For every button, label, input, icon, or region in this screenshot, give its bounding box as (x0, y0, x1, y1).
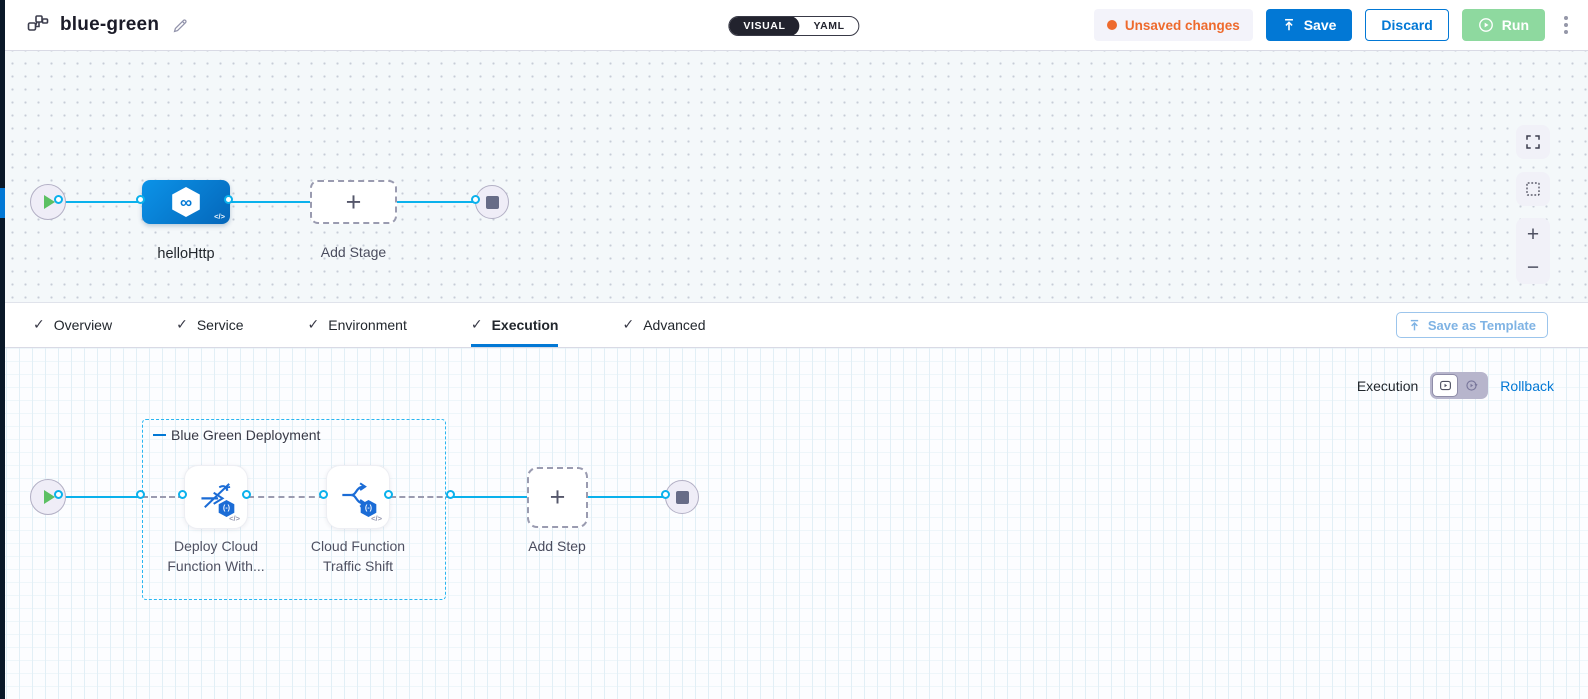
stage-label: helloHttp (157, 246, 215, 262)
edit-title-button[interactable] (169, 14, 191, 36)
execution-mode-button[interactable] (1432, 374, 1459, 397)
unsaved-dot-icon (1106, 20, 1117, 30)
deploy-no-traffic-icon (201, 483, 231, 508)
visual-yaml-toggle: VISUAL YAML (728, 16, 860, 36)
rollback-link[interactable]: Rollback (1500, 377, 1554, 394)
code-icon: </> (214, 212, 225, 221)
execution-toolbar: Execution Rollback (1357, 372, 1554, 399)
cloud-functions-badge-icon: (-) (360, 500, 377, 517)
connector-dot (384, 490, 393, 499)
step-deploy-cloud-function[interactable]: (-) </> (184, 465, 248, 529)
connector-dot (54, 195, 63, 204)
connector-line (48, 496, 142, 498)
page-title: blue-green (60, 14, 160, 35)
upload-icon (1284, 18, 1293, 31)
cloud-functions-badge-icon: (-) (218, 500, 235, 517)
select-region-button[interactable] (1516, 172, 1550, 206)
connector-dot (319, 490, 328, 499)
pipeline-end-node[interactable] (475, 185, 509, 219)
add-stage-label: Add Stage (320, 244, 387, 260)
stage-canvas[interactable]: ∞ </> helloHttp + Add Stage + − (0, 51, 1588, 302)
stop-icon (675, 490, 689, 504)
upload-icon (1410, 319, 1418, 330)
rollback-mode-button[interactable] (1458, 374, 1484, 397)
connector-dot (471, 195, 480, 204)
step-cloud-function-traffic-shift[interactable]: (-) </> (326, 465, 390, 529)
connector-line (48, 201, 142, 203)
check-icon: ✓ (622, 316, 635, 332)
tab-service[interactable]: ✓ Service (176, 316, 244, 333)
dashed-connector-line (248, 496, 325, 498)
toggle-yaml[interactable]: YAML (813, 20, 845, 32)
plus-icon: + (549, 482, 566, 512)
run-play-icon (1478, 18, 1493, 32)
execution-rollback-toggle (1430, 372, 1489, 399)
tab-overview[interactable]: ✓ Overview (33, 316, 113, 333)
marquee-select-icon (1526, 182, 1540, 196)
zoom-in-button[interactable]: + (1526, 222, 1540, 246)
connector-dot (224, 195, 233, 204)
run-button[interactable]: Run (1461, 9, 1545, 41)
connector-dot (178, 490, 187, 499)
connector-dot (136, 195, 145, 204)
discard-button[interactable]: Discard (1365, 9, 1449, 41)
unsaved-changes-badge: Unsaved changes (1093, 9, 1253, 41)
step-group-label: Blue Green Deployment (153, 427, 320, 443)
dashed-connector-line (142, 496, 184, 498)
tab-execution[interactable]: ✓ Execution (470, 303, 559, 347)
fullscreen-button[interactable] (1516, 125, 1550, 159)
execution-canvas[interactable]: Execution Rollback Blue Green De (0, 348, 1588, 699)
zoom-controls: + − (1516, 218, 1550, 284)
check-icon: ✓ (470, 316, 483, 332)
more-options-menu[interactable] (1558, 12, 1574, 38)
check-icon: ✓ (307, 316, 320, 332)
step-label: Deploy Cloud Function With... (167, 538, 265, 574)
tab-environment[interactable]: ✓ Environment (307, 316, 407, 333)
pencil-icon (173, 18, 187, 32)
connector-dot (136, 490, 145, 499)
connector-dot (242, 490, 251, 499)
connector-line (397, 201, 481, 203)
add-stage-button[interactable]: + (310, 180, 397, 224)
connector-dot (54, 490, 63, 499)
execution-end-node[interactable] (665, 480, 699, 514)
stage-node-hellohttp[interactable]: ∞ </> (142, 180, 230, 224)
code-icon: </> (229, 514, 240, 523)
connector-line (230, 201, 311, 203)
connector-line (588, 496, 670, 498)
dashed-connector-line (390, 496, 452, 498)
execution-mode-icon (1439, 380, 1451, 391)
stop-icon (485, 195, 499, 209)
tab-advanced[interactable]: ✓ Advanced (622, 316, 706, 333)
execution-mode-label: Execution (1356, 377, 1419, 394)
zoom-out-button[interactable]: − (1526, 255, 1540, 279)
connector-dot (661, 490, 670, 499)
traffic-shift-icon (342, 482, 367, 508)
add-step-label: Add Step (528, 538, 586, 554)
header-bar: blue-green VISUAL YAML Unsaved changes (0, 0, 1588, 51)
step-group-blue-green-deployment[interactable] (142, 419, 446, 600)
check-icon: ✓ (33, 316, 45, 332)
connector-dot (446, 490, 455, 499)
check-icon: ✓ (176, 316, 188, 332)
group-dash-icon (153, 433, 166, 437)
left-edge-strip (0, 0, 5, 699)
save-button[interactable]: Save (1265, 9, 1353, 41)
code-icon: </> (371, 514, 382, 523)
toggle-visual[interactable]: VISUAL (729, 17, 800, 35)
rollback-mode-icon (1466, 380, 1478, 391)
step-label: Cloud Function Traffic Shift (310, 538, 406, 574)
add-step-button[interactable]: + (527, 467, 588, 528)
play-icon (44, 490, 55, 504)
selected-row-indicator (0, 188, 5, 218)
connector-line (452, 496, 528, 498)
pipeline-icon (27, 15, 49, 31)
save-as-template-button[interactable]: Save as Template (1395, 312, 1548, 338)
play-icon (44, 195, 55, 209)
stage-type-hexagon-icon: ∞ (172, 187, 200, 217)
stage-tabs: ✓ Overview ✓ Service ✓ Environment ✓ Exe… (0, 302, 1588, 348)
plus-icon: + (345, 186, 362, 217)
fullscreen-icon (1526, 135, 1540, 149)
